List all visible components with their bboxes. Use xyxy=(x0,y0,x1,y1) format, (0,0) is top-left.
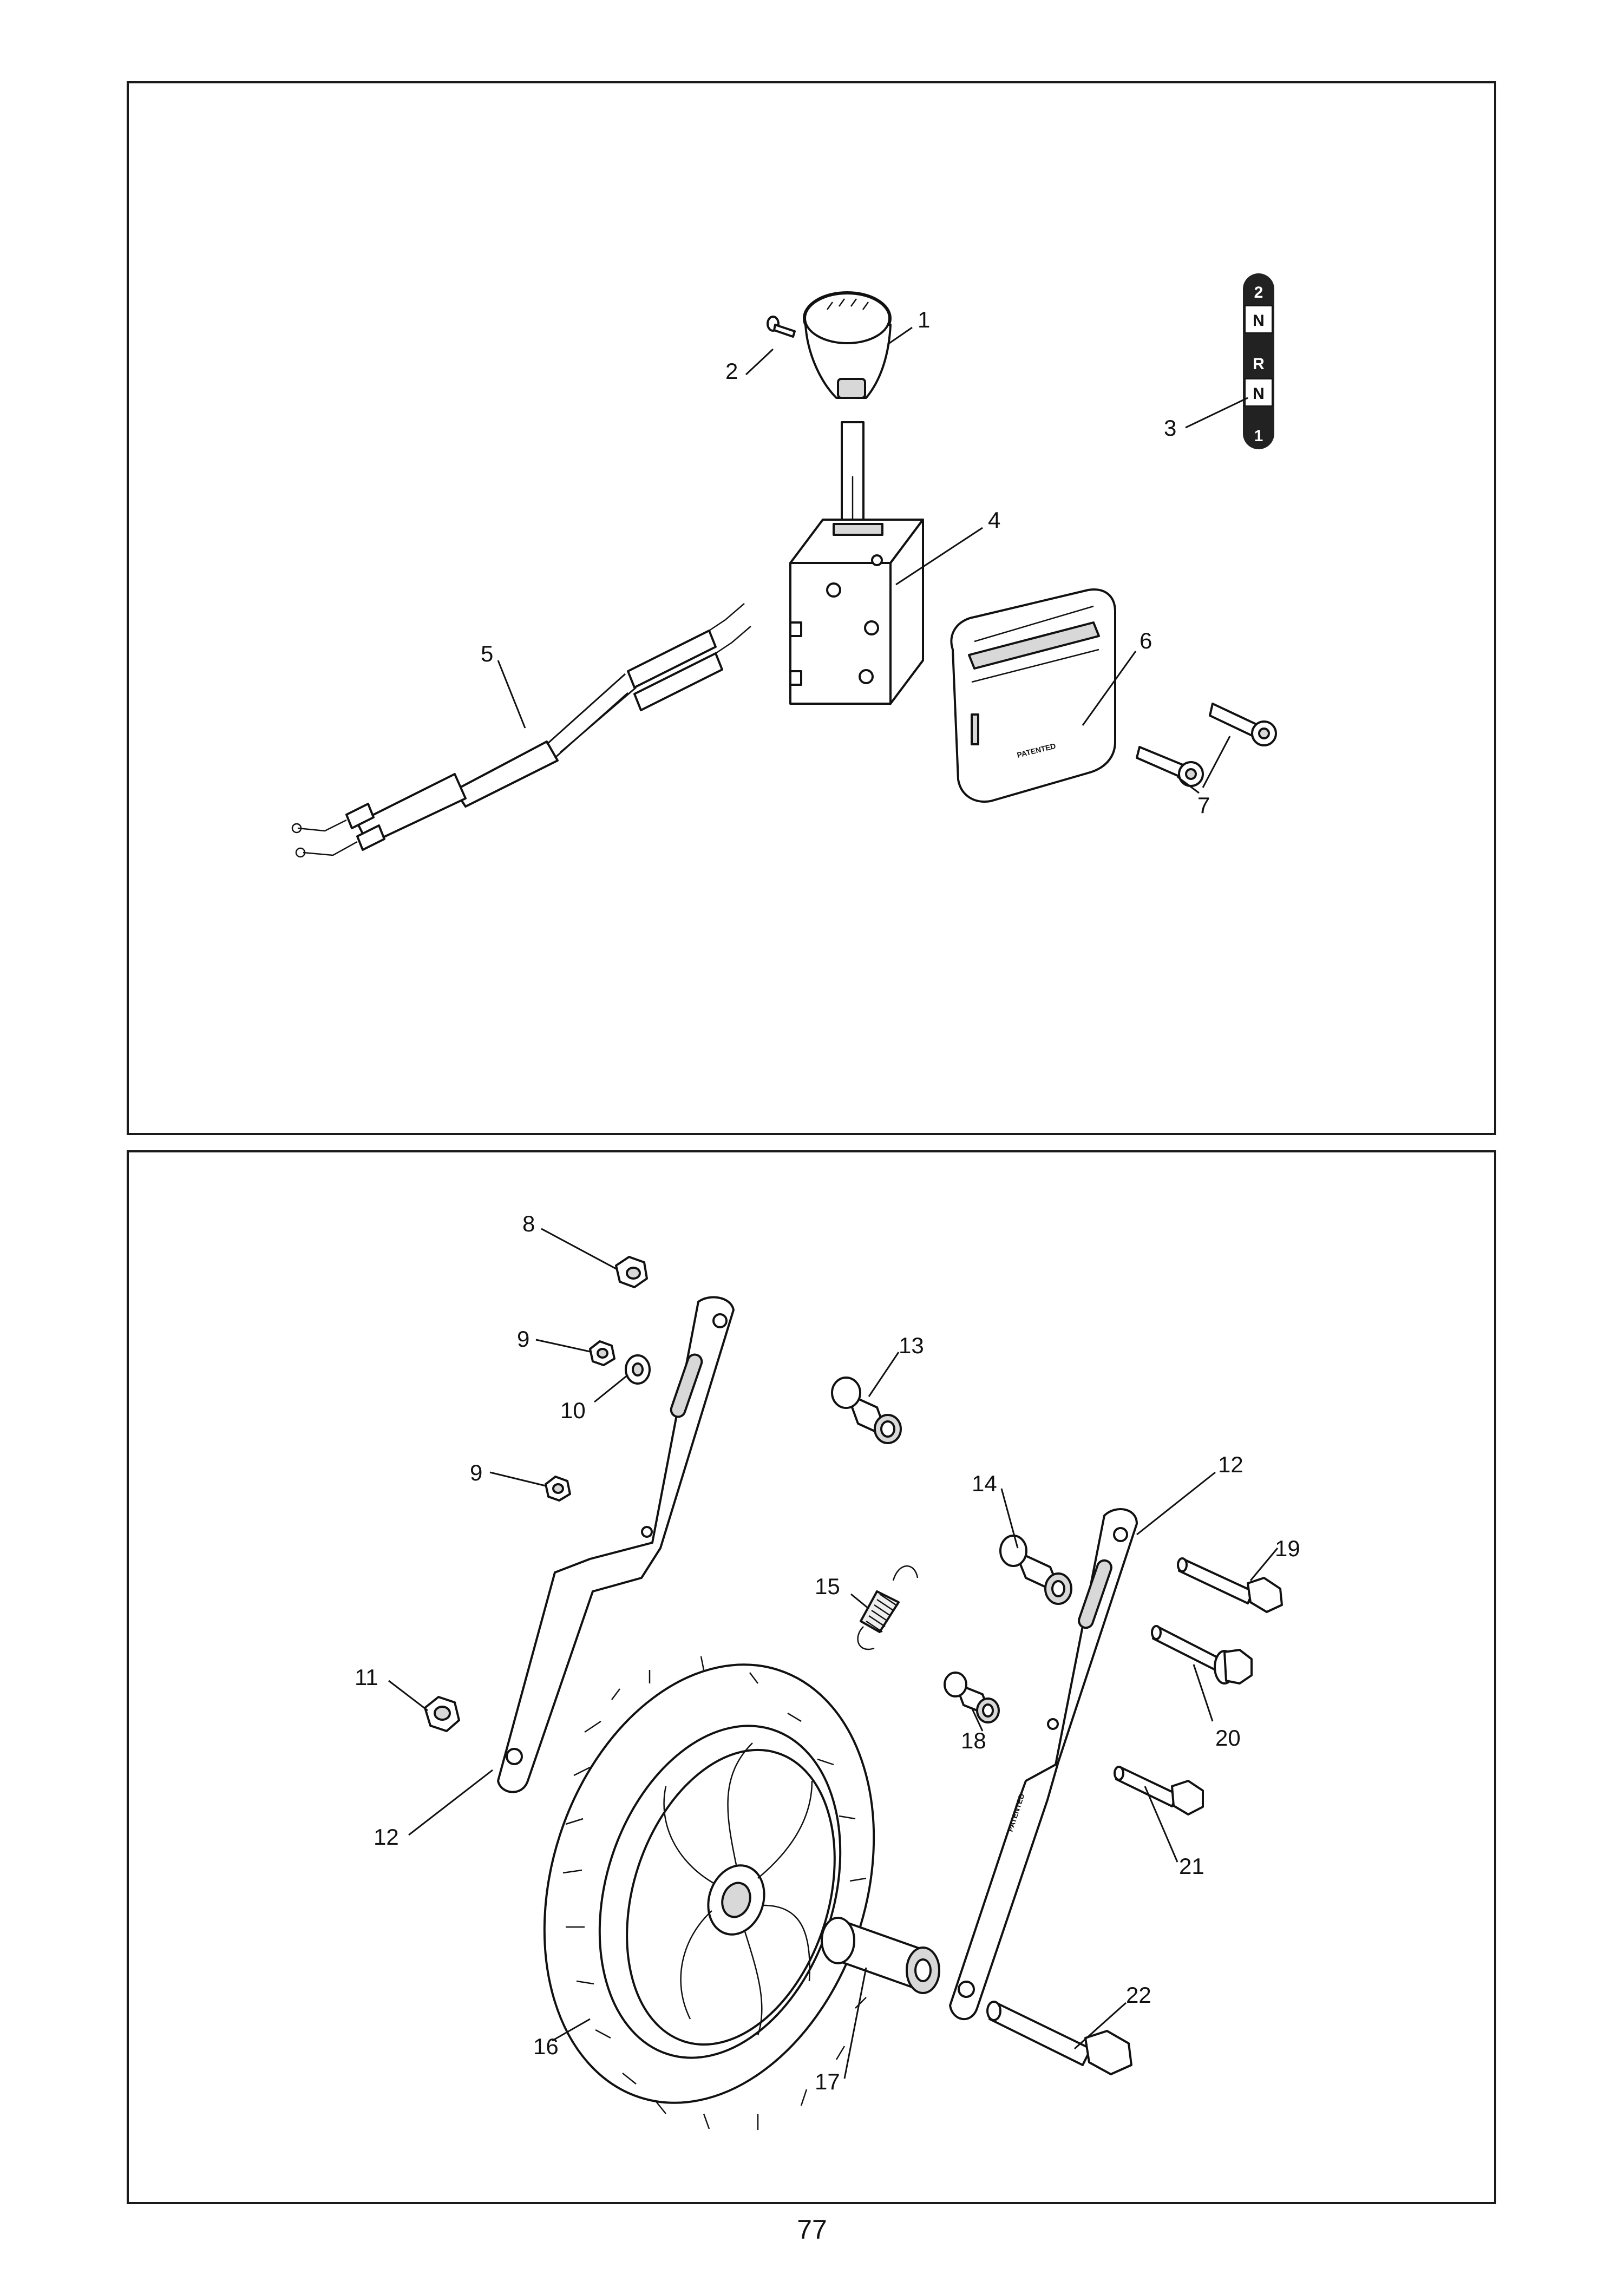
callout-12-right: 12 xyxy=(1218,1452,1243,1477)
callout-11: 11 xyxy=(355,1664,378,1690)
bolt-part-22 xyxy=(986,2001,1132,2075)
callout-14: 14 xyxy=(972,1471,997,1496)
shifter-block-part xyxy=(789,421,924,705)
shift-knob-part xyxy=(803,291,892,399)
hex-nut-part-11 xyxy=(424,1696,460,1732)
callout-1: 1 xyxy=(918,307,930,332)
bushing-part-13 xyxy=(831,1377,902,1444)
gear-indicator-label: 2 N R N 1 xyxy=(1243,273,1274,449)
callout-3: 3 xyxy=(1164,415,1176,441)
callout-8: 8 xyxy=(522,1211,535,1236)
callout-21: 21 xyxy=(1179,1853,1204,1879)
bolt-part-19 xyxy=(1177,1557,1283,1613)
gear-label-n-lower: N xyxy=(1253,385,1265,403)
axle-spacer-part-17 xyxy=(821,1917,940,1994)
callout-5: 5 xyxy=(481,641,493,666)
gear-label-r: R xyxy=(1253,355,1265,373)
gear-label-2: 2 xyxy=(1254,284,1263,302)
flange-bolt-part-20 xyxy=(1151,1625,1253,1685)
callout-6: 6 xyxy=(1140,628,1152,653)
callout-15: 15 xyxy=(815,1574,840,1599)
spring-part-15 xyxy=(857,1565,919,1650)
control-cables-part xyxy=(291,603,751,858)
callout-7: 7 xyxy=(1197,792,1210,818)
gear-label-n-upper: N xyxy=(1253,312,1265,330)
callout-13: 13 xyxy=(899,1333,924,1358)
nut-part-9-upper xyxy=(589,1340,615,1366)
nut-part-9-lower xyxy=(545,1476,571,1502)
washer-part-10 xyxy=(625,1354,651,1385)
gear-label-1: 1 xyxy=(1254,427,1263,445)
callout-22: 22 xyxy=(1126,1982,1151,2008)
callout-12-left: 12 xyxy=(374,1824,399,1850)
callout-9-lower: 9 xyxy=(470,1460,482,1485)
small-bushing-part-18 xyxy=(944,1672,1000,1723)
callout-16: 16 xyxy=(533,2034,559,2059)
callout-20: 20 xyxy=(1215,1725,1241,1751)
callout-18: 18 xyxy=(961,1728,986,1753)
right-bracket-part-12: PATENTED xyxy=(949,1508,1138,2020)
wheel-part-16 xyxy=(543,1656,875,2130)
cover-bolts-part xyxy=(1136,703,1277,787)
callout-17: 17 xyxy=(815,2069,840,2094)
bottom-diagram-panel xyxy=(127,1150,1496,2204)
callout-9-upper: 9 xyxy=(517,1326,529,1352)
callout-4: 4 xyxy=(988,507,1000,533)
shifter-cover-part: PATENTED xyxy=(950,588,1116,803)
callout-2: 2 xyxy=(725,358,738,384)
bushing-part-14 xyxy=(999,1535,1072,1605)
bolt-part-21 xyxy=(1114,1766,1204,1815)
page-number: 77 xyxy=(797,2214,827,2245)
callout-19: 19 xyxy=(1275,1536,1300,1561)
knob-screw-part xyxy=(767,316,796,338)
hex-nut-part-8 xyxy=(615,1256,648,1288)
left-bracket-part-12 xyxy=(497,1296,735,1793)
callout-10: 10 xyxy=(560,1398,586,1423)
